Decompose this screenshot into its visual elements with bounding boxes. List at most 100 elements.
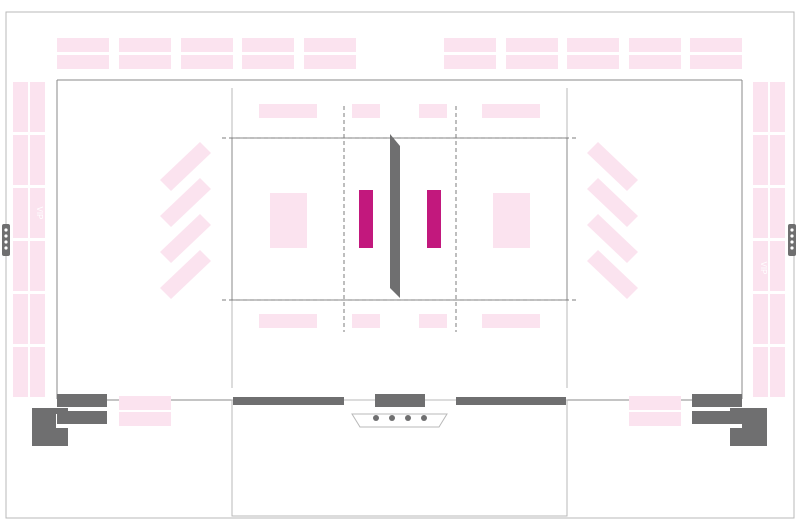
bench [587, 178, 638, 227]
seat-block [181, 38, 233, 52]
seat-block [770, 135, 785, 185]
seat-block [506, 38, 558, 52]
seat-block [770, 188, 785, 238]
zone-top-center-left [352, 104, 380, 118]
seat-block [30, 347, 45, 397]
scorer-table-left [233, 397, 344, 405]
seat-block [13, 82, 28, 132]
seat-block [57, 38, 109, 52]
zone-bottom-outer-right [629, 412, 681, 426]
zone-bottom-outer-right [629, 396, 681, 410]
seat-block [242, 55, 294, 69]
seat-block-vip [30, 188, 45, 238]
bench [587, 142, 638, 191]
camera-icon [405, 415, 411, 421]
seat-block [304, 55, 356, 69]
zone-top-center-right [419, 104, 447, 118]
bottom-area [119, 394, 681, 517]
seat-block [770, 82, 785, 132]
seat-block [13, 188, 28, 238]
top-right-stand [444, 38, 742, 69]
seat-block [753, 294, 768, 344]
court-area-left [270, 193, 307, 248]
seat-block [753, 82, 768, 132]
seat-block [690, 38, 742, 52]
seat-block [629, 55, 681, 69]
seat-block [753, 135, 768, 185]
left-side-stand: VIP [13, 82, 45, 397]
zone-bottom-outer-left [119, 396, 171, 410]
seat-block [690, 55, 742, 69]
net [390, 134, 400, 298]
seat-block [30, 82, 45, 132]
zone-bottom-center-right [419, 314, 447, 328]
seat-block [30, 135, 45, 185]
seat-block-vip [753, 241, 768, 291]
bench [160, 178, 211, 227]
zone-bottom-right [482, 314, 540, 328]
court-area-right [493, 193, 530, 248]
scorer-table-right [456, 397, 566, 405]
seat-block [629, 38, 681, 52]
post-right [427, 190, 441, 248]
seat-block [181, 55, 233, 69]
equipment-block [57, 394, 107, 407]
zone-top-left [259, 104, 317, 118]
referee-table [375, 394, 425, 407]
seat-block [119, 55, 171, 69]
seat-block [770, 347, 785, 397]
top-left-stand [57, 38, 356, 69]
equipment-block [692, 411, 742, 424]
bench [160, 250, 211, 299]
left-corner-equipment [32, 394, 107, 446]
seat-block [242, 38, 294, 52]
seat-block [567, 38, 619, 52]
seat-block [304, 38, 356, 52]
zone-top-right [482, 104, 540, 118]
bench [587, 250, 638, 299]
seat-block [57, 55, 109, 69]
seat-block [13, 347, 28, 397]
seat-block [567, 55, 619, 69]
seat-block [30, 241, 45, 291]
seat-block [30, 294, 45, 344]
camera-platform [351, 413, 448, 428]
seat-block [444, 55, 496, 69]
seat-block [119, 38, 171, 52]
entrance-block [730, 408, 767, 446]
hall-border [5, 11, 795, 519]
bench [587, 214, 638, 263]
entrance-block [32, 408, 68, 446]
camera-icon [389, 415, 395, 421]
vip-right-label: VIP [759, 262, 768, 275]
vip-left-label: VIP [35, 207, 44, 220]
bench [160, 142, 211, 191]
right-side-stand: VIP [753, 82, 785, 397]
left-connector [2, 224, 10, 256]
seat-block [770, 241, 785, 291]
seat-block [13, 135, 28, 185]
seat-block [13, 294, 28, 344]
court-dashed-lines [222, 106, 578, 332]
post-left [359, 190, 373, 248]
seat-block [506, 55, 558, 69]
zone-bottom-outer-left [119, 412, 171, 426]
seat-block [444, 38, 496, 52]
seat-block [13, 241, 28, 291]
equipment-block [57, 411, 107, 424]
seat-block [753, 347, 768, 397]
right-benches [587, 142, 638, 299]
zone-bottom-left [259, 314, 317, 328]
seat-block [753, 188, 768, 238]
seat-block [770, 294, 785, 344]
bench [160, 214, 211, 263]
equipment-block [692, 394, 742, 407]
zone-bottom-center-left [352, 314, 380, 328]
camera-icon [373, 415, 379, 421]
left-benches [160, 142, 211, 299]
lower-room [231, 399, 568, 517]
right-corner-equipment [692, 394, 767, 446]
right-connector [788, 224, 796, 256]
